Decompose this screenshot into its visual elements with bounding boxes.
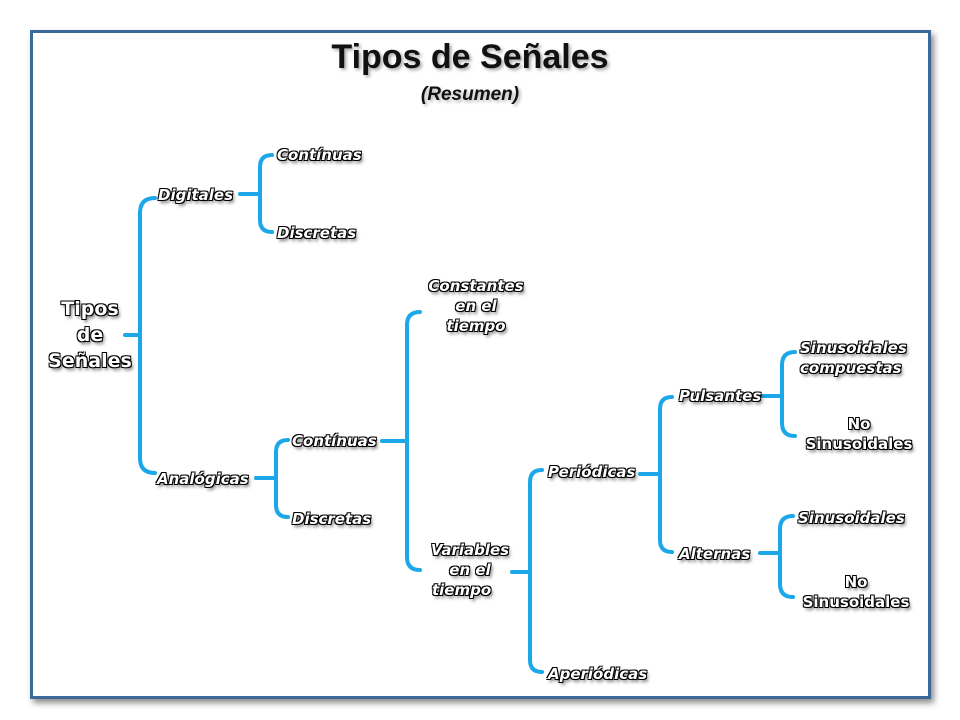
bracket-variables — [528, 468, 544, 674]
node-no-sin-2-line2: Sinusoidales — [802, 593, 910, 611]
bracket-alternas — [778, 514, 795, 599]
node-analogicas-discretas: Discretas — [292, 510, 372, 528]
node-digitales: Digitales — [158, 186, 234, 204]
node-variables-line1: Variables — [430, 541, 510, 559]
node-no-sin-1-line2: Sinusoidales — [805, 435, 913, 453]
node-constantes-line3: tiempo — [446, 317, 506, 335]
node-no-sin-2-line1: No — [844, 573, 868, 591]
node-aperiodicas: Aperiódicas — [548, 665, 648, 683]
node-no-sin-1-line1: No — [847, 415, 871, 433]
node-sin-compuestas-line2: compuestas — [800, 359, 902, 377]
node-no-sinusoidales-pulsantes: No Sinusoidales — [800, 414, 918, 454]
node-periodicas: Periódicas — [548, 463, 636, 481]
node-root-line3: Señales — [48, 350, 132, 372]
node-alternas: Alternas — [679, 545, 751, 563]
node-variables-line2: en el — [449, 561, 491, 579]
node-no-sinusoidales-alternas: No Sinusoidales — [797, 572, 915, 612]
page-subtitle: (Resumen) — [420, 84, 520, 105]
node-sinusoidales: Sinusoidales — [798, 509, 905, 527]
node-root-line1: Tipos — [61, 298, 119, 320]
node-pulsantes: Pulsantes — [679, 387, 762, 405]
node-digitales-continuas: Contínuas — [277, 146, 362, 164]
node-tipos-de-senales: Tipos de Señales — [40, 296, 140, 374]
node-sinusoidales-compuestas: Sinusoidales compuestas — [800, 338, 907, 378]
node-analogicas-continuas: Contínuas — [292, 432, 377, 450]
node-analogicas: Analógicas — [157, 470, 249, 488]
node-digitales-discretas: Discretas — [277, 224, 357, 242]
node-variables-line3: tiempo — [432, 581, 492, 599]
node-variables-en-el-tiempo: Variables en el tiempo — [420, 540, 520, 600]
bracket-root — [138, 196, 157, 475]
node-sin-compuestas-line1: Sinusoidales — [800, 339, 907, 357]
node-constantes-line1: Constantes — [428, 277, 524, 295]
bracket-pulsantes — [780, 350, 797, 438]
node-constantes-line2: en el — [455, 297, 497, 315]
page-title: Tipos de Señales — [331, 38, 609, 76]
node-root-line2: de — [76, 324, 104, 346]
node-constantes-en-el-tiempo: Constantes en el tiempo — [420, 276, 532, 336]
